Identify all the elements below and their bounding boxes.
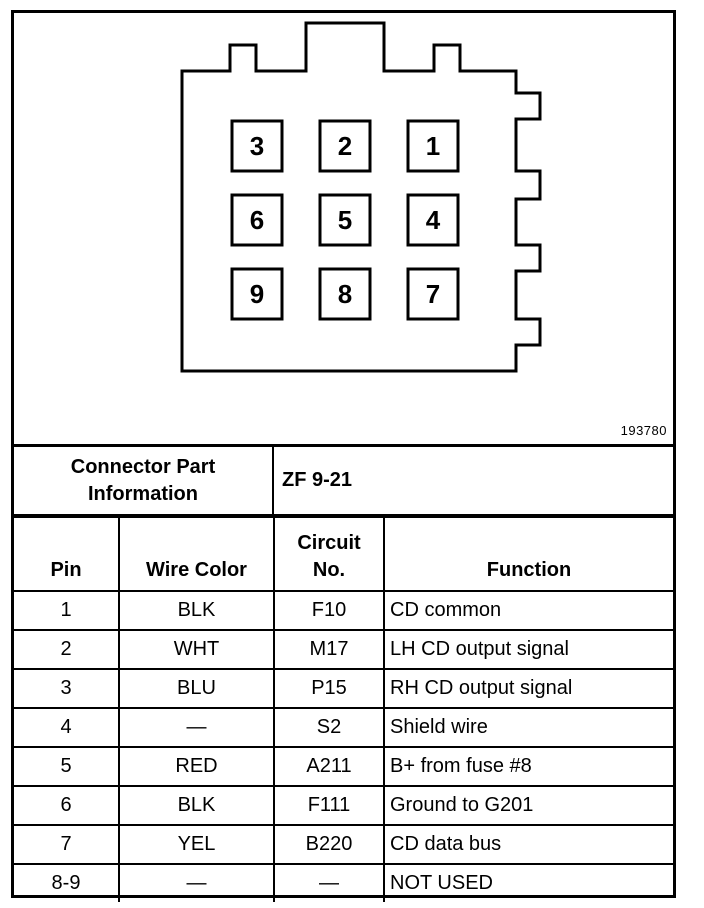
pin-cell-box — [318, 119, 372, 173]
pin-cell-7: 7 — [406, 267, 460, 321]
wire-color-cell: BLK — [118, 785, 275, 826]
function-cell: LH CD output signal — [383, 629, 673, 670]
pin-cell-label: 9 — [250, 279, 264, 309]
pin-cell-box — [230, 119, 284, 173]
pin-cell-label: 2 — [338, 131, 352, 161]
pin-cell-box — [318, 193, 372, 247]
function-cell: CD common — [383, 590, 673, 631]
pin-cell-box — [230, 267, 284, 321]
pin-number-cell: 3 — [14, 668, 120, 709]
reference-number: 193780 — [620, 423, 667, 438]
circuit-number-cell: B220 — [273, 824, 385, 865]
wire-color-cell: — — [118, 863, 275, 902]
pin-number-cell: 1 — [14, 590, 120, 631]
function-cell: CD data bus — [383, 824, 673, 865]
pin-number-cell: 5 — [14, 746, 120, 787]
pin-cell-label: 8 — [338, 279, 352, 309]
connector-diagram: 3 2 1 6 5 4 9 8 7 193780 — [14, 13, 673, 446]
pin-number-cell: 4 — [14, 707, 120, 748]
circuit-number-cell: P15 — [273, 668, 385, 709]
pin-cell-3: 3 — [230, 119, 284, 173]
connector-body-outline — [180, 21, 542, 373]
function-cell: NOT USED — [383, 863, 673, 902]
pin-cell-5: 5 — [318, 193, 372, 247]
pin-cell-label: 5 — [338, 205, 352, 235]
connector-face-drawing: 3 2 1 6 5 4 9 8 7 — [180, 21, 542, 373]
circuit-number-cell: F10 — [273, 590, 385, 631]
function-cell: Ground to G201 — [383, 785, 673, 826]
function-cell: RH CD output signal — [383, 668, 673, 709]
wire-color-cell: RED — [118, 746, 275, 787]
header-function: Function — [383, 516, 673, 592]
pin-number-cell: 6 — [14, 785, 120, 826]
wire-color-cell: YEL — [118, 824, 275, 865]
pin-cell-box — [406, 267, 460, 321]
function-cell: B+ from fuse #8 — [383, 746, 673, 787]
pin-cells: 3 2 1 6 5 4 9 8 7 — [230, 119, 460, 321]
header-pin: Pin — [14, 516, 120, 592]
wire-color-cell: — — [118, 707, 275, 748]
pin-cell-label: 6 — [250, 205, 264, 235]
pin-number-cell: 8-9 — [14, 863, 120, 902]
circuit-number-cell: A211 — [273, 746, 385, 787]
pin-cell-box — [406, 193, 460, 247]
pin-cell-box — [230, 193, 284, 247]
header-wire-color: Wire Color — [118, 516, 275, 592]
header-circuit-no: Circuit No. — [273, 516, 385, 592]
pin-cell-label: 4 — [426, 205, 441, 235]
pin-cell-4: 4 — [406, 193, 460, 247]
circuit-number-cell: F111 — [273, 785, 385, 826]
pin-cell-box — [406, 119, 460, 173]
pin-table-header: Pin Wire Color Circuit No. Function — [14, 516, 673, 592]
wire-color-cell: BLU — [118, 668, 275, 709]
section-divider — [14, 444, 673, 447]
connector-part-info-value: ZF 9-21 — [282, 469, 353, 491]
wire-color-cell: WHT — [118, 629, 275, 670]
circuit-number-cell: M17 — [273, 629, 385, 670]
pin-cell-label: 3 — [250, 131, 264, 161]
pin-cell-label: 1 — [426, 131, 440, 161]
pin-number-cell: 7 — [14, 824, 120, 865]
pin-cell-1: 1 — [406, 119, 460, 173]
table-row: 8-9——NOT USED — [14, 863, 673, 902]
pin-cell-8: 8 — [318, 267, 372, 321]
connector-part-info-label: Connector Part Information — [14, 447, 274, 514]
pin-cell-6: 6 — [230, 193, 284, 247]
pin-cell-box — [318, 267, 372, 321]
circuit-number-cell: — — [273, 863, 385, 902]
pin-cell-2: 2 — [318, 119, 372, 173]
circuit-number-cell: S2 — [273, 707, 385, 748]
pin-number-cell: 2 — [14, 629, 120, 670]
pin-cell-9: 9 — [230, 267, 284, 321]
wire-color-cell: BLK — [118, 590, 275, 631]
connector-part-info-row: Connector Part Information ZF 9-21 — [14, 447, 673, 516]
pin-cell-label: 7 — [426, 279, 440, 309]
function-cell: Shield wire — [383, 707, 673, 748]
